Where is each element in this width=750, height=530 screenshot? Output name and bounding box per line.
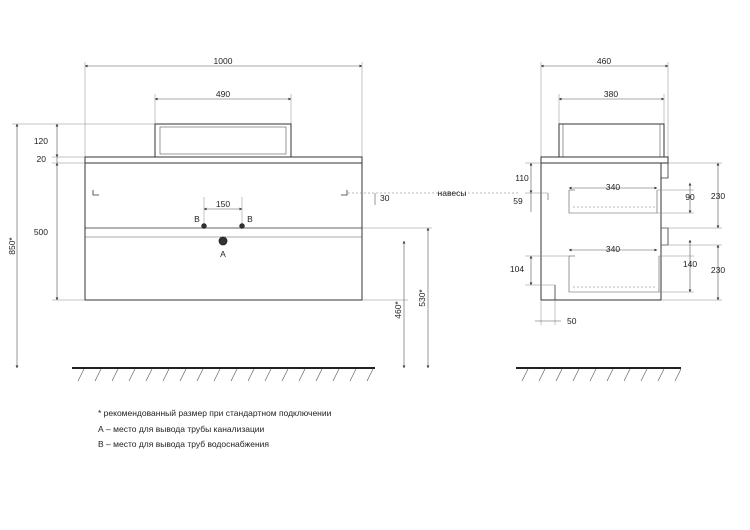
note-water: В – место для вывода труб водоснабжения xyxy=(98,439,269,449)
sink-depth-label: 380 xyxy=(604,89,618,99)
front-view: 1000 490 150 B B A xyxy=(7,56,520,382)
mount-height-label: 460* xyxy=(393,301,403,319)
top-gap-label: 110 xyxy=(515,173,529,183)
water-hole-left xyxy=(201,223,207,229)
drawer2-inner-height-label: 140 xyxy=(683,259,697,269)
hinge-left-icon xyxy=(92,190,99,196)
hinge-drop-label: 59 xyxy=(513,196,523,206)
hole-b-left-label: B xyxy=(194,214,200,224)
water-hole-right xyxy=(239,223,245,229)
drawer2-depth-label: 340 xyxy=(606,244,620,254)
drawer1-inner-height-label: 90 xyxy=(685,192,695,202)
sink-width-label: 490 xyxy=(216,89,230,99)
cabinet-side xyxy=(540,162,662,301)
drawer2-height-label: 230 xyxy=(711,265,725,275)
note-drain: А – место для вывода трубы канализации xyxy=(98,423,265,434)
top-thickness-label: 20 xyxy=(37,154,47,164)
back-offset-label: 50 xyxy=(567,316,577,326)
depth-label: 460 xyxy=(597,56,611,66)
width-label: 1000 xyxy=(214,56,233,66)
notes-block: * рекомендованный размер при стандартном… xyxy=(98,406,331,453)
floor-hatch-side xyxy=(521,368,682,382)
hinge-label: навесы xyxy=(438,188,467,198)
cabinet-front xyxy=(84,162,363,301)
drain-hole xyxy=(218,236,228,246)
total-height-label: 850* xyxy=(7,237,17,255)
drawer2-offset-label: 104 xyxy=(510,264,524,274)
hinge-offset-label: 30 xyxy=(380,193,390,203)
drain-height-label: 530* xyxy=(417,289,427,307)
sink-side xyxy=(558,123,665,158)
sink-height-label: 120 xyxy=(34,136,48,146)
side-view: 460 380 340 340 110 xyxy=(510,56,725,382)
drawer1-height-label: 230 xyxy=(711,191,725,201)
hole-a-label: A xyxy=(220,249,226,259)
hinge-right-icon xyxy=(341,190,348,196)
hole-b-right-label: B xyxy=(247,214,253,224)
countertop-front xyxy=(84,156,363,164)
floor-hatch-front xyxy=(77,368,374,382)
drawer1-depth-label: 340 xyxy=(606,182,620,192)
hole-spacing-label: 150 xyxy=(216,199,230,209)
drawer-height-label: 500 xyxy=(34,227,48,237)
note-recommended: * рекомендованный размер при стандартном… xyxy=(98,408,332,418)
sink-front xyxy=(154,123,292,158)
